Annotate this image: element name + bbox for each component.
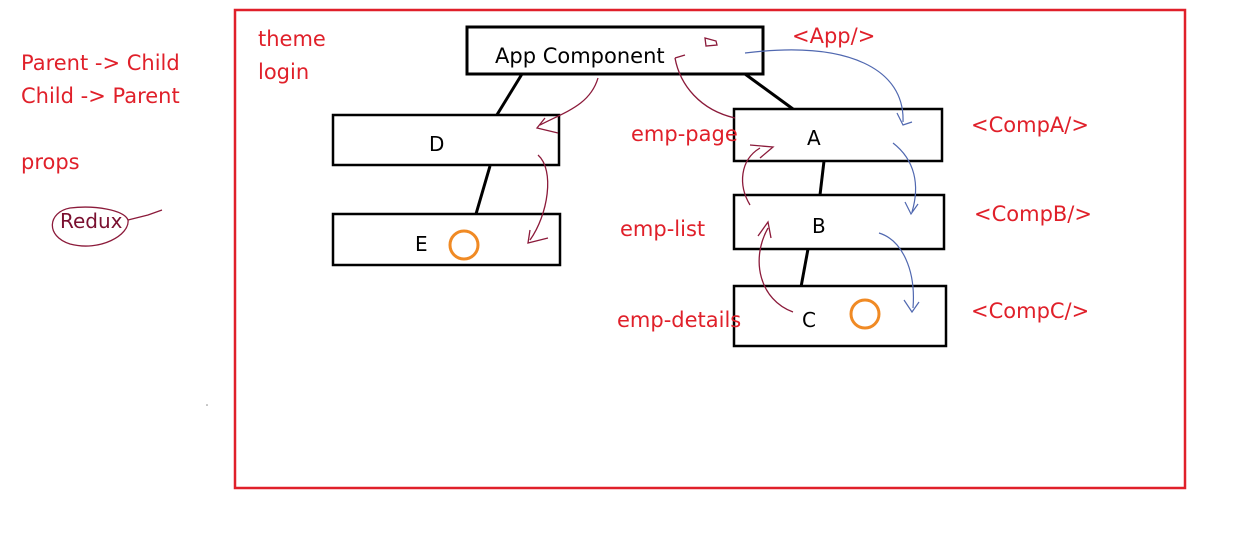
- edge-app-d: [493, 73, 524, 119]
- node-e-label: E: [415, 232, 428, 256]
- arrow-b-to-a-head: [749, 144, 775, 159]
- arrow-c-to-b-head: [757, 220, 772, 239]
- arrow-app-to-d-head: [535, 117, 559, 134]
- tag-comp-a: <CompA/>: [971, 113, 1089, 137]
- note-props: props: [21, 150, 80, 174]
- node-c-box: [732, 284, 948, 348]
- context-theme: theme: [258, 27, 326, 51]
- node-app-label: App Component: [495, 44, 665, 68]
- arrow-c-to-b: [758, 227, 794, 313]
- node-d-box: [331, 113, 561, 167]
- note-redux: Redux: [60, 209, 123, 233]
- tag-comp-b: <CompB/>: [974, 202, 1092, 226]
- node-d-label: D: [429, 132, 444, 156]
- arrow-b-to-c: [878, 232, 914, 309]
- arrow-app-to-a-head: [896, 112, 913, 126]
- redux-scribble: [51, 206, 163, 247]
- node-b-box: [732, 193, 946, 251]
- arrow-emppage-to-app: [674, 57, 736, 119]
- node-app-box: [465, 25, 765, 76]
- state-marker-c: [849, 298, 881, 330]
- node-c-label: C: [802, 308, 816, 332]
- arrow-b-to-c-head: [903, 299, 920, 314]
- node-a-label: A: [807, 126, 821, 150]
- node-b-label: B: [812, 214, 826, 238]
- app-boundary-frame: [233, 8, 1187, 490]
- page-emp-list: emp-list: [620, 217, 705, 241]
- arrow-app-to-d: [539, 77, 599, 126]
- arrow-b-to-a: [741, 147, 761, 206]
- context-login: login: [258, 60, 309, 84]
- edge-d-e: [474, 165, 492, 215]
- arrow-a-to-b: [892, 142, 917, 213]
- edge-b-c: [799, 248, 810, 288]
- stray-dot: [206, 404, 208, 406]
- arrow-d-to-e-head: [527, 229, 549, 244]
- node-a-box: [732, 107, 944, 163]
- tag-app: <App/>: [792, 24, 875, 48]
- app-notch: [704, 37, 718, 47]
- arrow-a-to-b-head: [904, 201, 919, 216]
- arrow-app-to-a: [744, 49, 904, 123]
- arrow-d-to-e: [529, 154, 549, 241]
- note-parent-child: Parent -> Child: [21, 51, 180, 75]
- page-emp-page: emp-page: [631, 122, 738, 146]
- note-child-parent: Child -> Parent: [21, 84, 180, 108]
- page-emp-details: emp-details: [617, 308, 741, 332]
- tag-comp-c: <CompC/>: [971, 299, 1089, 323]
- edge-app-a: [744, 72, 794, 111]
- edge-a-b: [818, 160, 826, 196]
- node-e-box: [331, 212, 562, 267]
- state-marker-e: [448, 229, 480, 261]
- arrow-app-tick: [674, 54, 686, 59]
